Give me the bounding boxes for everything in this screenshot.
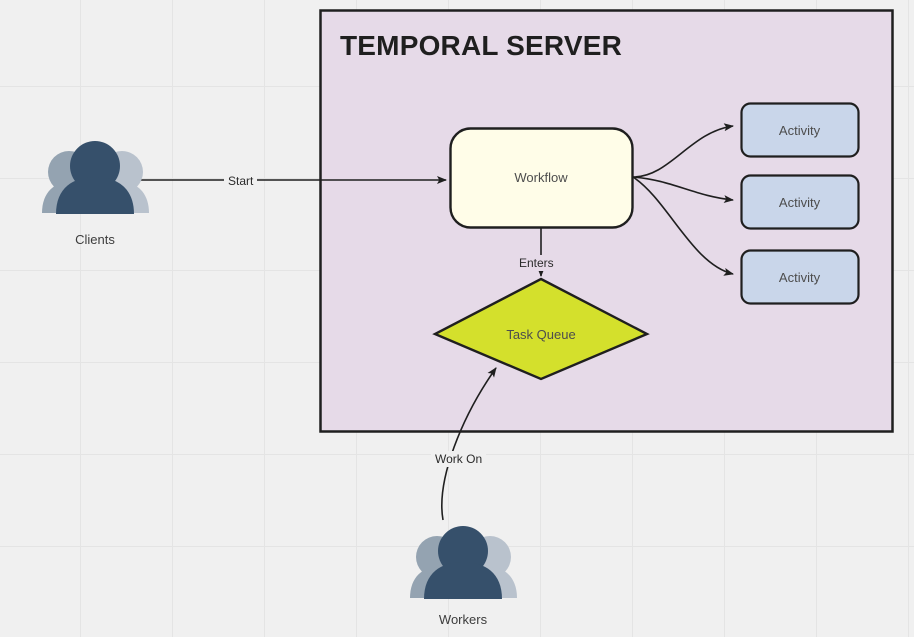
edge-workflow-activity-3 [632, 176, 734, 276]
node-activity-1[interactable] [740, 102, 860, 158]
edge-workflow-activity-2 [632, 176, 734, 204]
node-workflow[interactable] [449, 127, 634, 229]
edge-label-enters: Enters [515, 255, 558, 271]
actor-caption-workers: Workers [438, 612, 488, 627]
edge-label-work-on: Work On [431, 451, 487, 467]
actor-clients-icon[interactable] [42, 141, 149, 214]
actor-workers-icon[interactable] [410, 526, 517, 599]
actor-caption-clients: Clients [75, 232, 115, 247]
node-activity-3[interactable] [740, 249, 860, 305]
edge-workflow-activity-1 [632, 123, 734, 178]
edge-label-start: Start [224, 173, 258, 189]
edge-work-on [441, 367, 497, 521]
node-activity-2[interactable] [740, 174, 860, 230]
container-title: TEMPORAL SERVER [340, 30, 623, 61]
node-task-queue[interactable] [432, 277, 650, 381]
